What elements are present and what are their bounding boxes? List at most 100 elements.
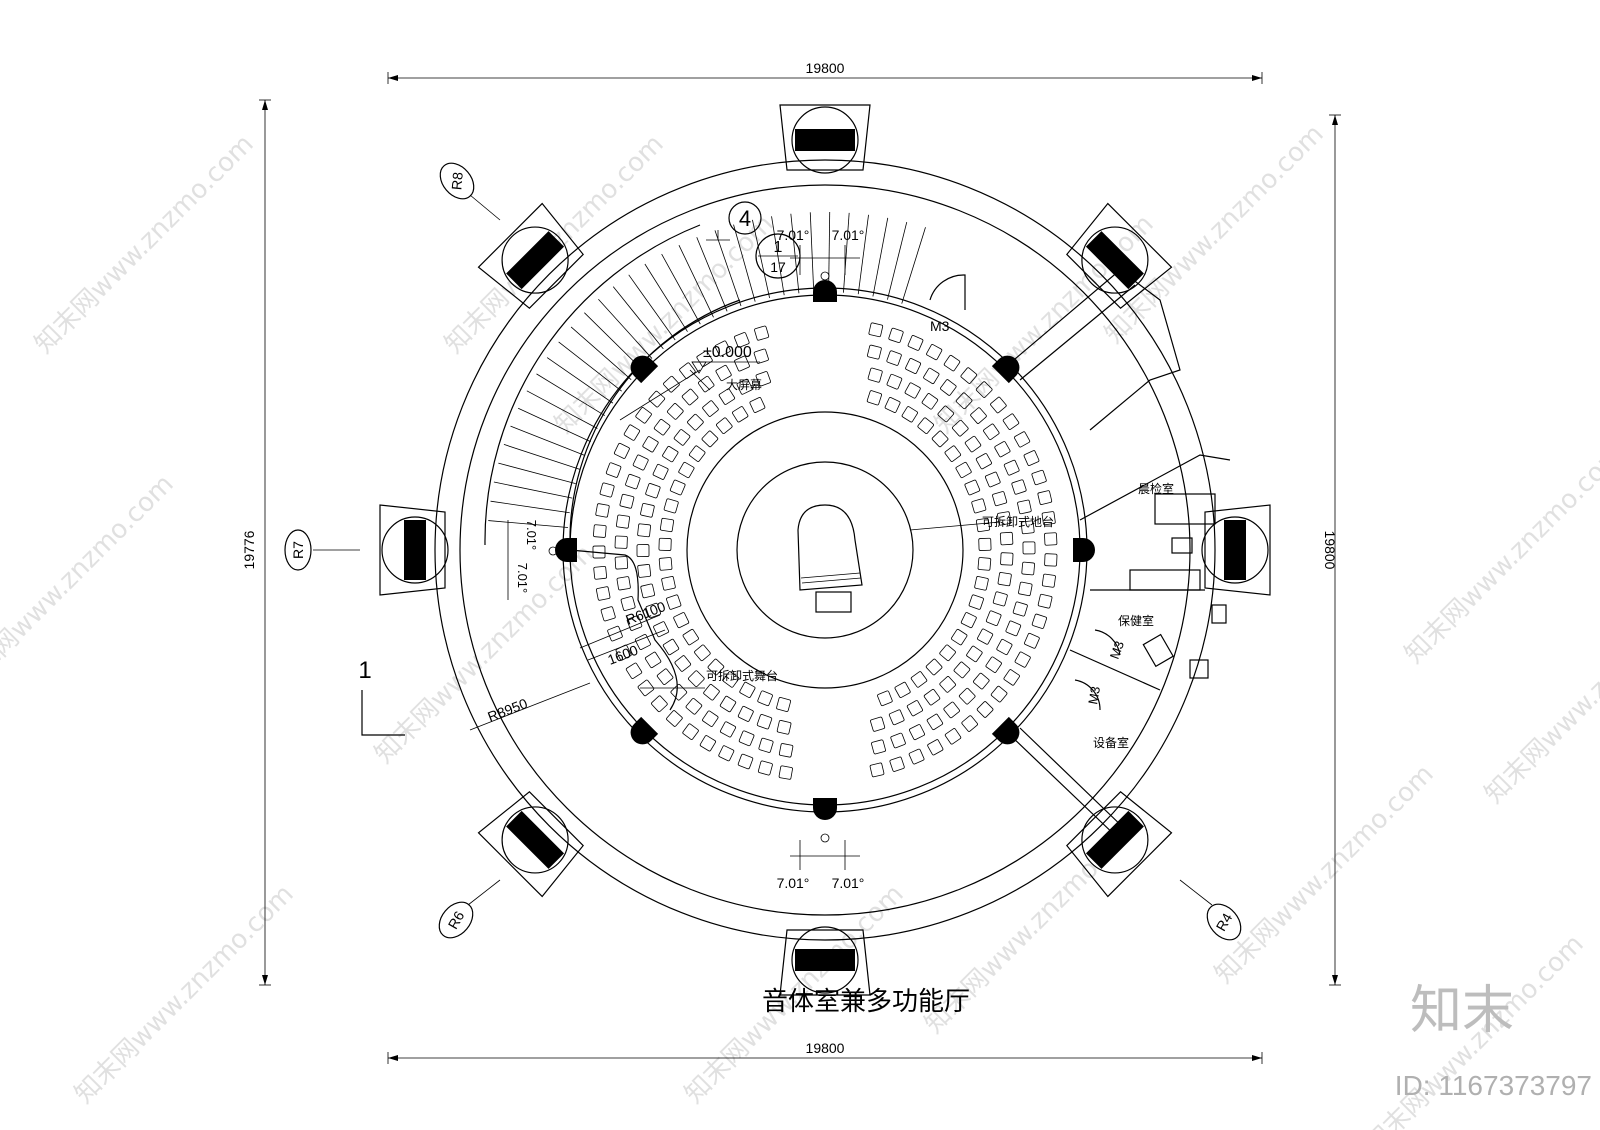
seat <box>599 482 615 498</box>
stair-tread <box>678 245 714 318</box>
seat <box>1017 499 1032 515</box>
seat <box>1041 511 1056 526</box>
seat <box>940 379 957 396</box>
seat <box>732 406 749 423</box>
brand-watermark: 知末 <box>1410 981 1514 1041</box>
stair-tread <box>536 373 605 416</box>
seat <box>990 685 1008 703</box>
seat <box>605 462 622 478</box>
seat <box>964 435 982 453</box>
stair-tread <box>661 253 701 325</box>
column-pod <box>1066 791 1173 898</box>
seat <box>966 645 983 663</box>
seat <box>978 537 992 551</box>
seat <box>975 517 991 533</box>
column <box>991 355 1020 384</box>
seat <box>595 503 610 518</box>
seat <box>714 340 731 357</box>
label-screen: 大屏幕 <box>726 378 762 392</box>
stage-inner <box>736 461 914 639</box>
seat <box>616 576 631 591</box>
seat <box>776 697 792 712</box>
seat <box>955 461 972 479</box>
seat <box>758 737 774 753</box>
seat <box>1044 553 1058 567</box>
stair-tread <box>628 274 676 341</box>
stair-tread <box>901 227 926 304</box>
label-equipment-room: 设备室 <box>1093 735 1129 750</box>
seat <box>890 732 906 749</box>
section-mark-left: 1 <box>358 657 405 736</box>
seat <box>904 382 921 399</box>
seat <box>651 695 668 713</box>
seat <box>702 710 719 727</box>
seat <box>663 375 680 393</box>
angle-marks: 7.01° 7.01° 7.01° 7.01° 7.01° 7.01° <box>507 227 864 891</box>
seat <box>999 531 1014 546</box>
label-door-top: M3 <box>930 318 950 334</box>
stair-tread <box>828 212 831 293</box>
seat <box>886 373 903 390</box>
seat <box>1024 632 1040 649</box>
level-mark: ±0.000 <box>691 344 760 374</box>
drawing-title: 音体室兼多功能厅 <box>762 987 970 1017</box>
seat <box>1014 651 1031 668</box>
seat <box>866 390 882 406</box>
dimension-bottom: 19800 <box>387 1040 1263 1064</box>
watermark-tile: 知末网www.znzmo.com <box>1209 759 1440 990</box>
stair-tread <box>493 481 573 499</box>
seat <box>737 705 754 722</box>
dimension-left: 19776 <box>241 99 271 986</box>
axis-marker-r7: R7 <box>284 529 360 571</box>
seat <box>905 358 922 374</box>
seat <box>909 724 925 741</box>
seating-area <box>592 322 1058 780</box>
seat <box>868 322 884 338</box>
seat <box>613 442 630 459</box>
seat <box>620 596 636 611</box>
seat <box>667 403 684 420</box>
seat <box>776 720 792 735</box>
seat <box>952 419 969 437</box>
stair-tread <box>887 221 908 300</box>
seat <box>685 698 703 715</box>
seat <box>960 367 978 384</box>
section-mark-top: 4 1 17 <box>706 201 801 279</box>
dimension-top-label: 19800 <box>806 60 845 76</box>
seat <box>953 661 971 679</box>
seat <box>701 430 719 448</box>
seat <box>642 436 659 453</box>
seat <box>923 689 941 706</box>
seat <box>1044 532 1058 546</box>
label-morning-check: 晨检室 <box>1138 481 1174 496</box>
side-rooms <box>929 269 1231 841</box>
seat <box>636 544 650 558</box>
seat <box>635 407 652 424</box>
seat <box>906 700 923 717</box>
seat <box>985 471 1001 488</box>
seat <box>669 479 686 496</box>
stair-tread <box>752 219 770 299</box>
seat <box>870 716 886 732</box>
seat <box>977 628 994 645</box>
seat <box>757 690 773 707</box>
angle-side-a: 7.01° <box>524 520 539 551</box>
stair-tread <box>857 214 869 295</box>
seat <box>964 479 981 496</box>
seat <box>640 583 655 599</box>
stair-tread <box>488 520 569 528</box>
seat <box>739 681 756 698</box>
seat <box>943 354 961 372</box>
watermark-tile: 知末网www.znzmo.com <box>1399 439 1600 670</box>
seat <box>616 514 630 529</box>
svg-text:17: 17 <box>770 259 786 275</box>
seat <box>975 453 992 470</box>
stair-tread <box>490 500 570 514</box>
stair-tread <box>570 326 632 381</box>
seat <box>600 606 616 622</box>
seat <box>1023 450 1040 466</box>
seat <box>968 594 984 610</box>
svg-text:1: 1 <box>774 239 783 256</box>
dimension-bottom-label: 19800 <box>806 1040 845 1056</box>
column-pod <box>379 504 449 596</box>
